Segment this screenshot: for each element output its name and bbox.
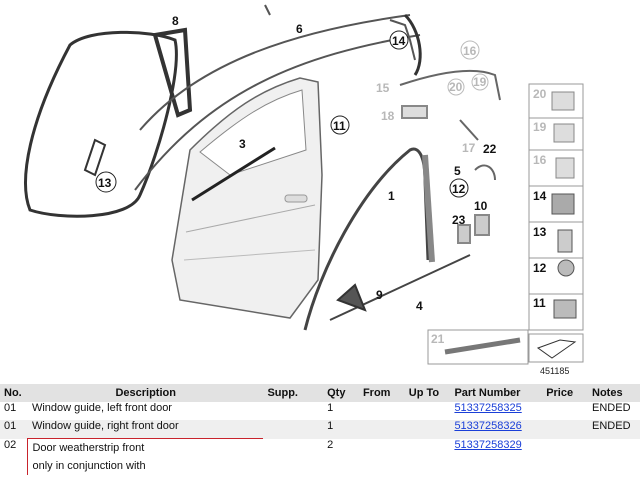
table-row: 01 Window guide, left front door 1 51337… <box>0 402 640 420</box>
panel-label-19: 19 <box>533 120 547 134</box>
cell-price <box>542 439 588 476</box>
callout-11: 11 <box>333 119 346 133</box>
door-seal-drawing <box>24 27 193 218</box>
callout-23: 23 <box>452 213 466 227</box>
header-part-number: Part Number <box>450 384 543 402</box>
cell-price <box>542 420 589 439</box>
panel-label-16: 16 <box>533 153 547 167</box>
header-price: Price <box>542 384 589 402</box>
orientation-arrow-box <box>528 333 584 363</box>
cell-from <box>358 420 405 439</box>
part-number-link[interactable]: 51337258325 <box>454 402 522 414</box>
cell-qty: 1 <box>327 402 334 414</box>
header-no: No. <box>0 384 28 402</box>
header-description: Description <box>27 384 264 402</box>
parts-table: No. Description Supp. Qty From Up To Par… <box>0 384 640 475</box>
callout-16: 16 <box>463 44 477 58</box>
cell-part-number: 51337258325 <box>450 402 542 420</box>
detail-box-21: 21 <box>427 329 529 365</box>
cell-supp <box>263 402 323 420</box>
callout-14: 14 <box>392 34 406 48</box>
header-qty: Qty <box>323 384 359 402</box>
cell-qty: 2 <box>327 438 334 451</box>
callout-1: 1 <box>388 189 395 203</box>
cell-supp <box>263 420 324 439</box>
cell-notes: ENDED <box>588 420 640 439</box>
panel-label-12: 12 <box>533 261 547 275</box>
callout-8: 8 <box>172 14 179 28</box>
panel-label-14: 14 <box>533 189 547 203</box>
cell-part-number: 51337258329 <box>450 439 542 476</box>
cell-description: Window guide, right front door <box>27 420 264 439</box>
callout-17: 17 <box>462 141 476 155</box>
cell-from <box>359 402 405 420</box>
roof-seal-drawing <box>134 4 421 191</box>
description-line: only in conjunction with <box>32 460 146 472</box>
header-supp: Supp. <box>263 384 324 402</box>
table-row: 01 Window guide, right front door 1 5133… <box>0 420 640 439</box>
image-id: 451185 <box>540 366 569 376</box>
cell-description: Window guide, left front door <box>31 402 172 414</box>
cell-part-number: 51337258326 <box>450 420 543 439</box>
cell-price <box>542 402 588 420</box>
table-header-row: No. Description Supp. Qty From Up To Par… <box>0 384 640 402</box>
part-number-link[interactable]: 51337258329 <box>454 438 522 451</box>
header-up-to: Up To <box>404 384 451 402</box>
callout-9: 9 <box>376 288 383 302</box>
callout-labels: 8 6 14 16 15 20 19 18 11 3 17 22 5 1 12 … <box>95 14 497 313</box>
panel-label-20: 20 <box>533 87 547 101</box>
door-panel-drawing <box>171 77 323 319</box>
cell-notes: ENDED <box>592 402 631 414</box>
fastener-side-panel: 20 19 16 14 13 12 11 <box>528 83 584 331</box>
window-frame-drawing <box>303 147 471 331</box>
callout-10: 10 <box>474 199 488 213</box>
callout-6: 6 <box>296 22 303 36</box>
callout-4: 4 <box>416 299 423 313</box>
cell-no: 01 <box>0 420 28 439</box>
cell-up-to <box>405 439 451 476</box>
header-from: From <box>358 384 405 402</box>
panel-label-11: 11 <box>533 296 546 310</box>
parts-diagram: 8 6 14 16 15 20 19 18 11 3 17 22 5 1 12 … <box>24 4 584 376</box>
cell-up-to <box>404 420 451 439</box>
description-line: Door weatherstrip front <box>32 442 145 454</box>
cell-no: 01 <box>4 402 17 414</box>
cell-description: Door weatherstrip front only in conjunct… <box>27 438 264 475</box>
callout-21: 21 <box>431 332 445 346</box>
callout-20: 20 <box>449 80 463 94</box>
cell-no: 02 <box>4 438 17 451</box>
callout-18: 18 <box>381 109 395 123</box>
callout-13: 13 <box>98 176 112 190</box>
callout-19: 19 <box>473 75 487 89</box>
panel-label-13: 13 <box>533 225 547 239</box>
callout-12: 12 <box>452 182 466 196</box>
callout-5: 5 <box>454 164 461 178</box>
cell-qty: 1 <box>323 420 359 439</box>
table-row: 02 Door weatherstrip front only in conju… <box>0 438 640 476</box>
part-number-link[interactable]: 51337258326 <box>454 420 522 432</box>
trim-parts-drawing <box>336 13 501 312</box>
cell-notes <box>588 439 640 476</box>
header-notes: Notes <box>588 384 640 402</box>
callout-3: 3 <box>239 137 246 151</box>
callout-22: 22 <box>483 142 497 156</box>
cell-from <box>359 439 405 476</box>
cell-supp <box>263 439 323 476</box>
cell-up-to <box>405 402 451 420</box>
window-strip-3-drawing <box>191 146 276 202</box>
callout-15: 15 <box>376 81 390 95</box>
